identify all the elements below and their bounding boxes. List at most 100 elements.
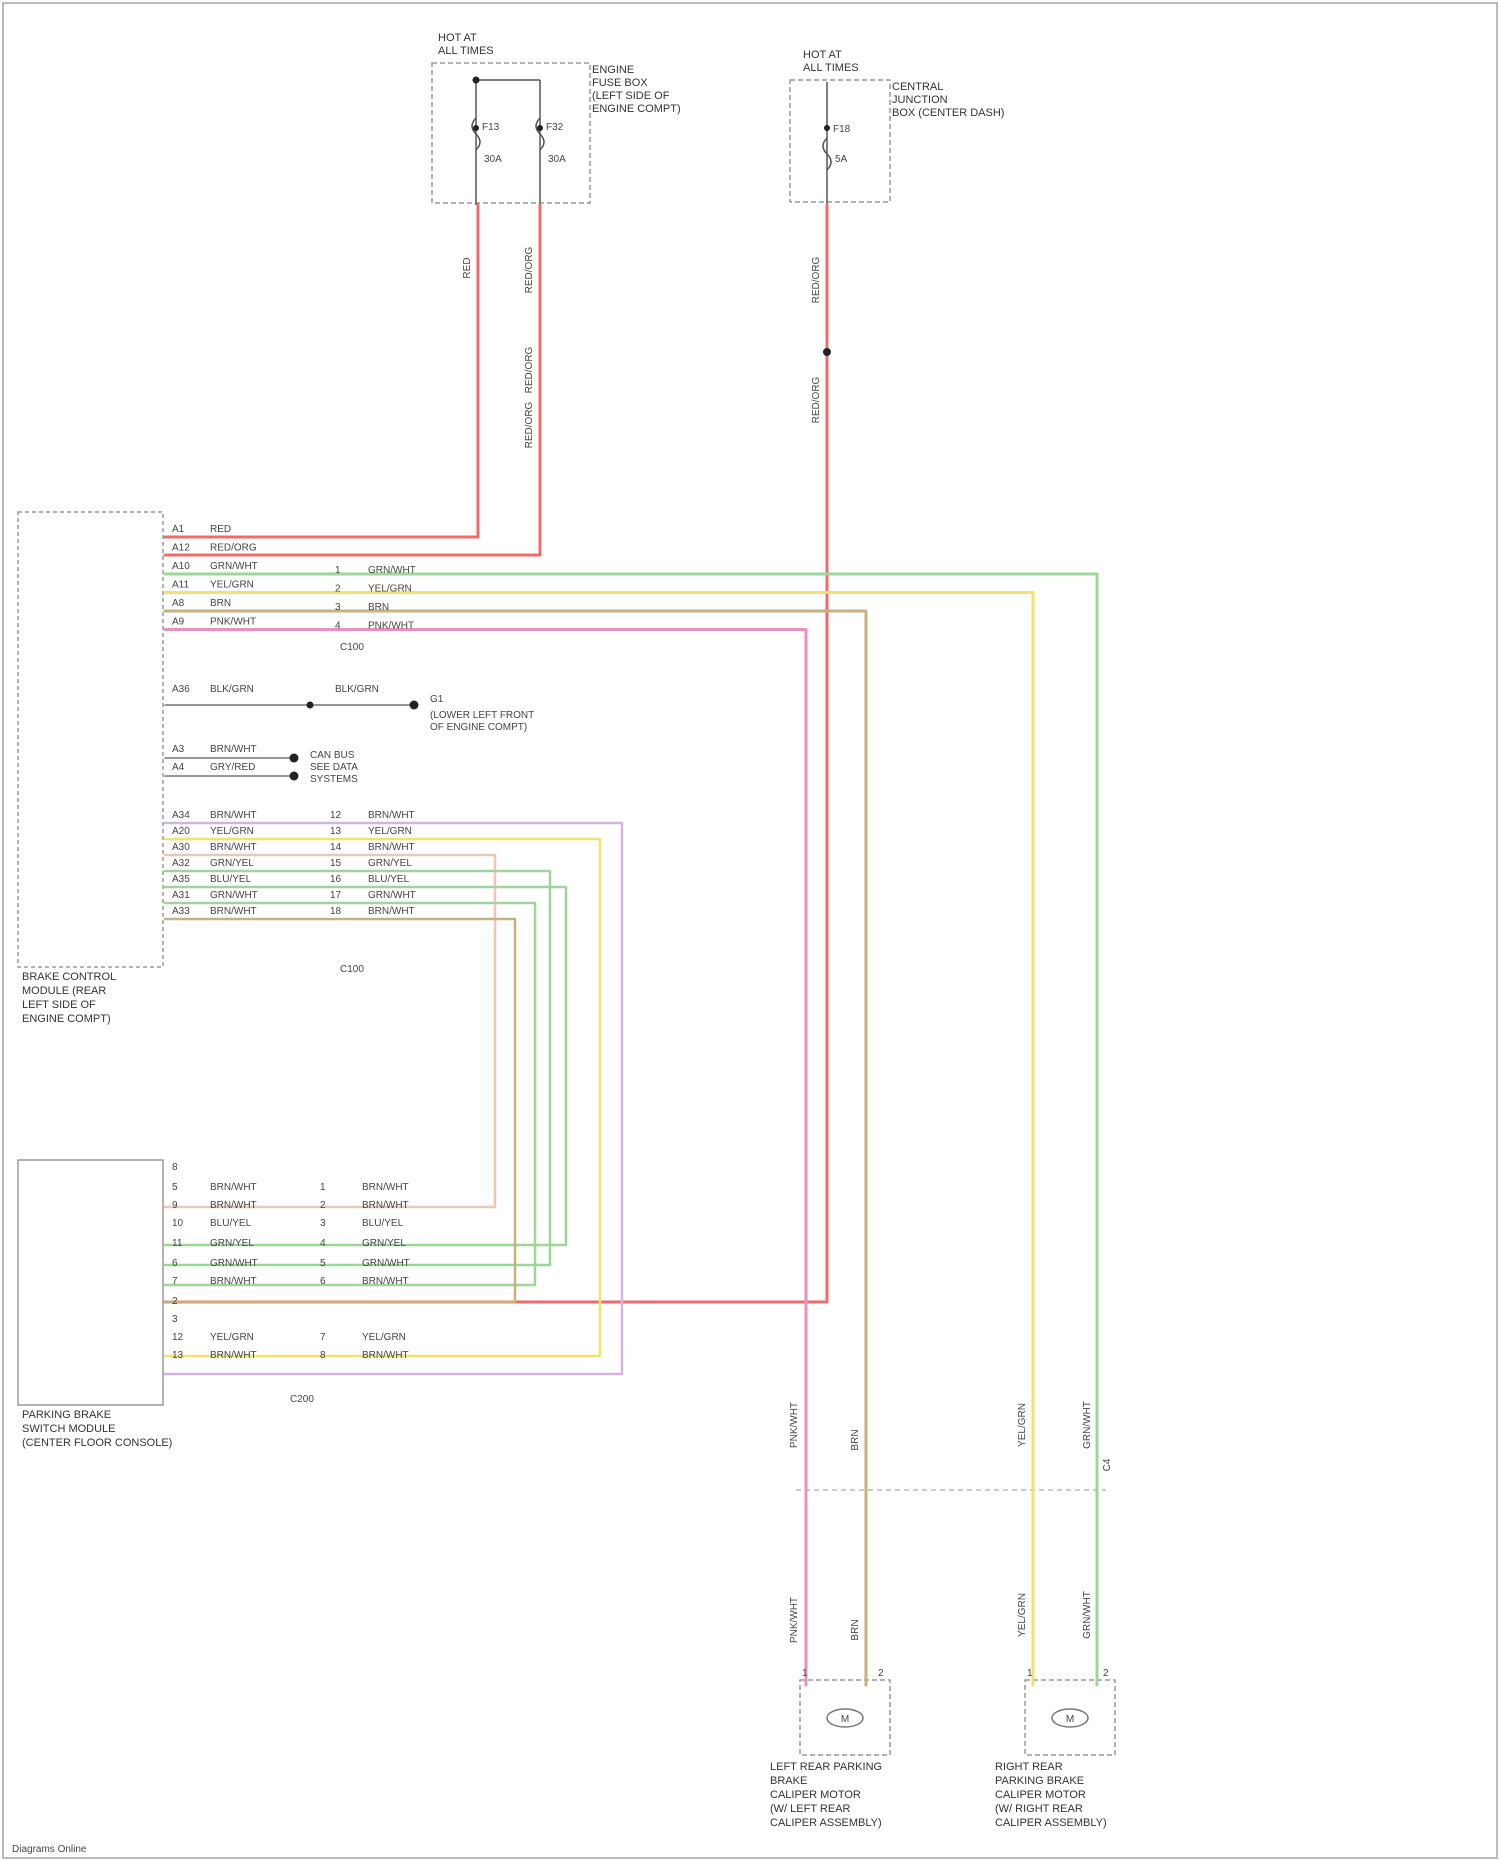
fuse-left-b-id: F32: [546, 122, 564, 133]
parking-conn-pin-3: 2: [320, 1200, 326, 1211]
can-wire-1: BRN/WHT: [210, 744, 257, 755]
parking-wire-10: YEL/GRN: [210, 1332, 254, 1343]
brake-top-pin-6: A9: [172, 617, 185, 628]
brake-bottom-pin-4: A32: [172, 858, 190, 869]
brake-bottom-out-2: YEL/GRN: [368, 826, 412, 837]
rear-label-tan-lower: BRN: [850, 1619, 861, 1640]
brake-bottom-wire-5: BLU/YEL: [210, 874, 252, 885]
brake-bottom-out-3: BRN/WHT: [368, 842, 415, 853]
brake-top-conn-pin-4: 2: [335, 584, 341, 595]
parking-out-3: BRN/WHT: [362, 1200, 409, 1211]
brake-top-pin-2: A12: [172, 543, 190, 554]
parking-conn-pin-5: 4: [320, 1238, 326, 1249]
parking-wire-4: BLU/YEL: [210, 1218, 252, 1229]
fuse-right-id: F18: [833, 124, 851, 135]
brake-top-wire-5: BRN: [210, 598, 231, 609]
can-note-line-1: CAN BUS: [310, 750, 355, 761]
ground-location-line-1: (LOWER LEFT FRONT: [430, 710, 534, 721]
brake-top-pin-3: A10: [172, 561, 190, 572]
brake-top-wire-4: YEL/GRN: [210, 580, 254, 591]
parking-out-11: BRN/WHT: [362, 1350, 409, 1361]
fuse-left-b-amp: 30A: [548, 154, 566, 165]
brake-top-conn-pin-6: 4: [335, 621, 341, 632]
brake-bottom-conn-pin-4: 15: [330, 858, 342, 869]
brake-top-wire-6: PNK/WHT: [210, 617, 256, 628]
brake-bottom-conn-pin-2: 13: [330, 826, 342, 837]
right-rear-caliper-motor-caption-line-4: (W/ RIGHT REAR: [995, 1803, 1083, 1815]
parking-pin-6: 6: [172, 1258, 178, 1269]
fuse-box-right-caption-line-1: CENTRAL: [892, 81, 943, 93]
parking-wire-7: BRN/WHT: [210, 1276, 257, 1287]
parking-pin-4: 10: [172, 1218, 184, 1229]
brake-bottom-wire-1: BRN/WHT: [210, 810, 257, 821]
parking-pin-10: 12: [172, 1332, 184, 1343]
can-pin-1: A3: [172, 744, 185, 755]
brake-module-caption-line-2: MODULE (REAR: [22, 985, 106, 997]
brake-bottom-wire-2: YEL/GRN: [210, 826, 254, 837]
parking-out-2: BRN/WHT: [362, 1182, 409, 1193]
brake-bottom-out-4: GRN/YEL: [368, 858, 412, 869]
parking-pin-5: 11: [172, 1238, 183, 1249]
ground-splice: G1: [430, 694, 444, 705]
brake-top-pin-5: A8: [172, 598, 185, 609]
brake-bottom-conn-pin-6: 17: [330, 890, 342, 901]
fuse-box-right-header-line-2: ALL TIMES: [803, 62, 859, 74]
rear-label-green-lower: GRN/WHT: [1082, 1591, 1093, 1639]
parking-conn-pin-6: 5: [320, 1258, 326, 1269]
parking-conn-pin-7: 6: [320, 1276, 326, 1287]
brake-top-out-6: PNK/WHT: [368, 621, 414, 632]
brake-bottom-pin-3: A30: [172, 842, 190, 853]
parking-module-caption-line-1: PARKING BRAKE: [22, 1409, 111, 1421]
parking-out-7: BRN/WHT: [362, 1276, 409, 1287]
label-red-orange-mid: RED/ORG: [524, 346, 535, 393]
brake-bottom-conn-pin-1: 12: [330, 810, 342, 821]
brake-bottom-out-5: BLU/YEL: [368, 874, 410, 885]
label-right-low: RED/ORG: [811, 376, 822, 423]
fuse-box-left: [432, 63, 590, 203]
brake-top-wire-3: GRN/WHT: [210, 561, 258, 572]
parking-conn-id: C200: [290, 1394, 314, 1405]
fuse-box-right-caption-line-3: BOX (CENTER DASH): [892, 107, 1004, 119]
fuse-box-left-caption-line-4: ENGINE COMPT): [592, 103, 681, 115]
parking-pin-8: 2: [172, 1296, 178, 1307]
fuse-left-a-id: F13: [482, 122, 500, 133]
right-rear-caliper-motor-caption-line-5: CALIPER ASSEMBLY): [995, 1817, 1107, 1829]
right-rear-caliper-motor-motor-symbol: M: [1066, 1714, 1074, 1725]
parking-conn-pin-4: 3: [320, 1218, 326, 1229]
parking-pin-3: 9: [172, 1200, 178, 1211]
left-rear-caliper-motor-motor-symbol: M: [841, 1714, 849, 1725]
fuse-left-b-node: [537, 125, 543, 131]
brake-top-wire-1: RED: [210, 524, 231, 535]
brake-control-module: [18, 512, 163, 967]
can-node-2: [290, 772, 299, 781]
brake-bottom-wire-6: GRN/WHT: [210, 890, 258, 901]
fuse-box-left-caption-line-1: ENGINE: [592, 64, 634, 76]
fuse-box-left-header-line-1: HOT AT: [438, 32, 477, 44]
brake-bottom-pin-7: A33: [172, 906, 190, 917]
label-red-orange-top: RED/ORG: [524, 246, 535, 293]
fuse-box-left-caption-line-3: (LEFT SIDE OF: [592, 90, 670, 102]
brake-bottom-conn-pin-5: 16: [330, 874, 342, 885]
label-red-orange-low: RED/ORG: [524, 401, 535, 448]
parking-wire-11: BRN/WHT: [210, 1350, 257, 1361]
rear-label-green-upper: GRN/WHT: [1082, 1401, 1093, 1449]
brake-top-out-5: BRN: [368, 602, 389, 613]
brake-bottom-wire-4: GRN/YEL: [210, 858, 254, 869]
brake-top-conn-pin-3: 1: [335, 565, 341, 576]
brake-top-out-4: YEL/GRN: [368, 584, 412, 595]
brake-bottom-out-1: BRN/WHT: [368, 810, 415, 821]
parking-wire-3: BRN/WHT: [210, 1200, 257, 1211]
fuse-right-amp: 5A: [835, 154, 848, 165]
parking-out-4: BLU/YEL: [362, 1218, 404, 1229]
parking-pin-1: 8: [172, 1162, 178, 1173]
parking-pin-7: 7: [172, 1276, 178, 1287]
brake-bottom-pin-1: A34: [172, 810, 190, 821]
rear-label-yellow-upper: YEL/GRN: [1017, 1403, 1028, 1447]
can-node-1: [290, 754, 299, 763]
fuse-box-right: [790, 80, 890, 202]
can-note-line-3: SYSTEMS: [310, 774, 358, 785]
brake-module-caption-line-1: BRAKE CONTROL: [22, 971, 116, 983]
parking-pin-9: 3: [172, 1314, 178, 1325]
ground-mid-label: BLK/GRN: [335, 684, 379, 695]
